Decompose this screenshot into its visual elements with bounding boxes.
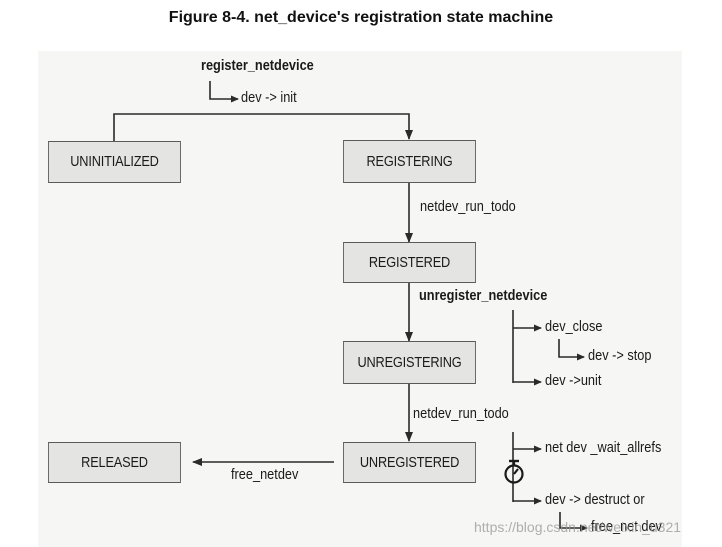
state-unregistering: UNREGISTERING [343, 341, 476, 384]
state-unregistered: UNREGISTERED [343, 442, 476, 483]
arrow-uninitialized-to-registering [113, 113, 413, 141]
state-registering: REGISTERING [343, 140, 476, 183]
label-dev-init: dev -> init [241, 90, 297, 106]
label-dev-uninit: dev ->unit [545, 373, 602, 389]
label-free-net-dev: free_net dev [591, 519, 662, 535]
label-dev-close: dev_close [545, 319, 603, 335]
figure-title: Figure 8-4. net_device's registration st… [168, 9, 554, 26]
arrow-free-net-dev [559, 512, 588, 532]
label-register-netdevice: register_netdevice [201, 58, 314, 74]
label-unregister-netdevice: unregister_netdevice [419, 288, 548, 304]
label-wait-allrefs: net dev _wait_allrefs [545, 440, 662, 456]
label-dev-stop: dev -> stop [588, 348, 652, 364]
label-destruct: dev -> destruct or [545, 492, 645, 508]
arrow-register-init [209, 81, 239, 103]
label-netdev-run-todo-2: netdev_run_todo [413, 406, 509, 422]
state-released: RELEASED [48, 442, 181, 483]
stopwatch-icon [504, 459, 524, 484]
watermark: https://blog.csdn.net/weixin_u321 [474, 519, 682, 535]
state-registered: REGISTERED [343, 242, 476, 283]
state-uninitialized: UNINITIALIZED [48, 141, 181, 183]
label-netdev-run-todo-1: netdev_run_todo [420, 199, 516, 215]
label-free-netdev: free_netdev [231, 467, 299, 483]
arrow-dev-stop [558, 339, 585, 361]
